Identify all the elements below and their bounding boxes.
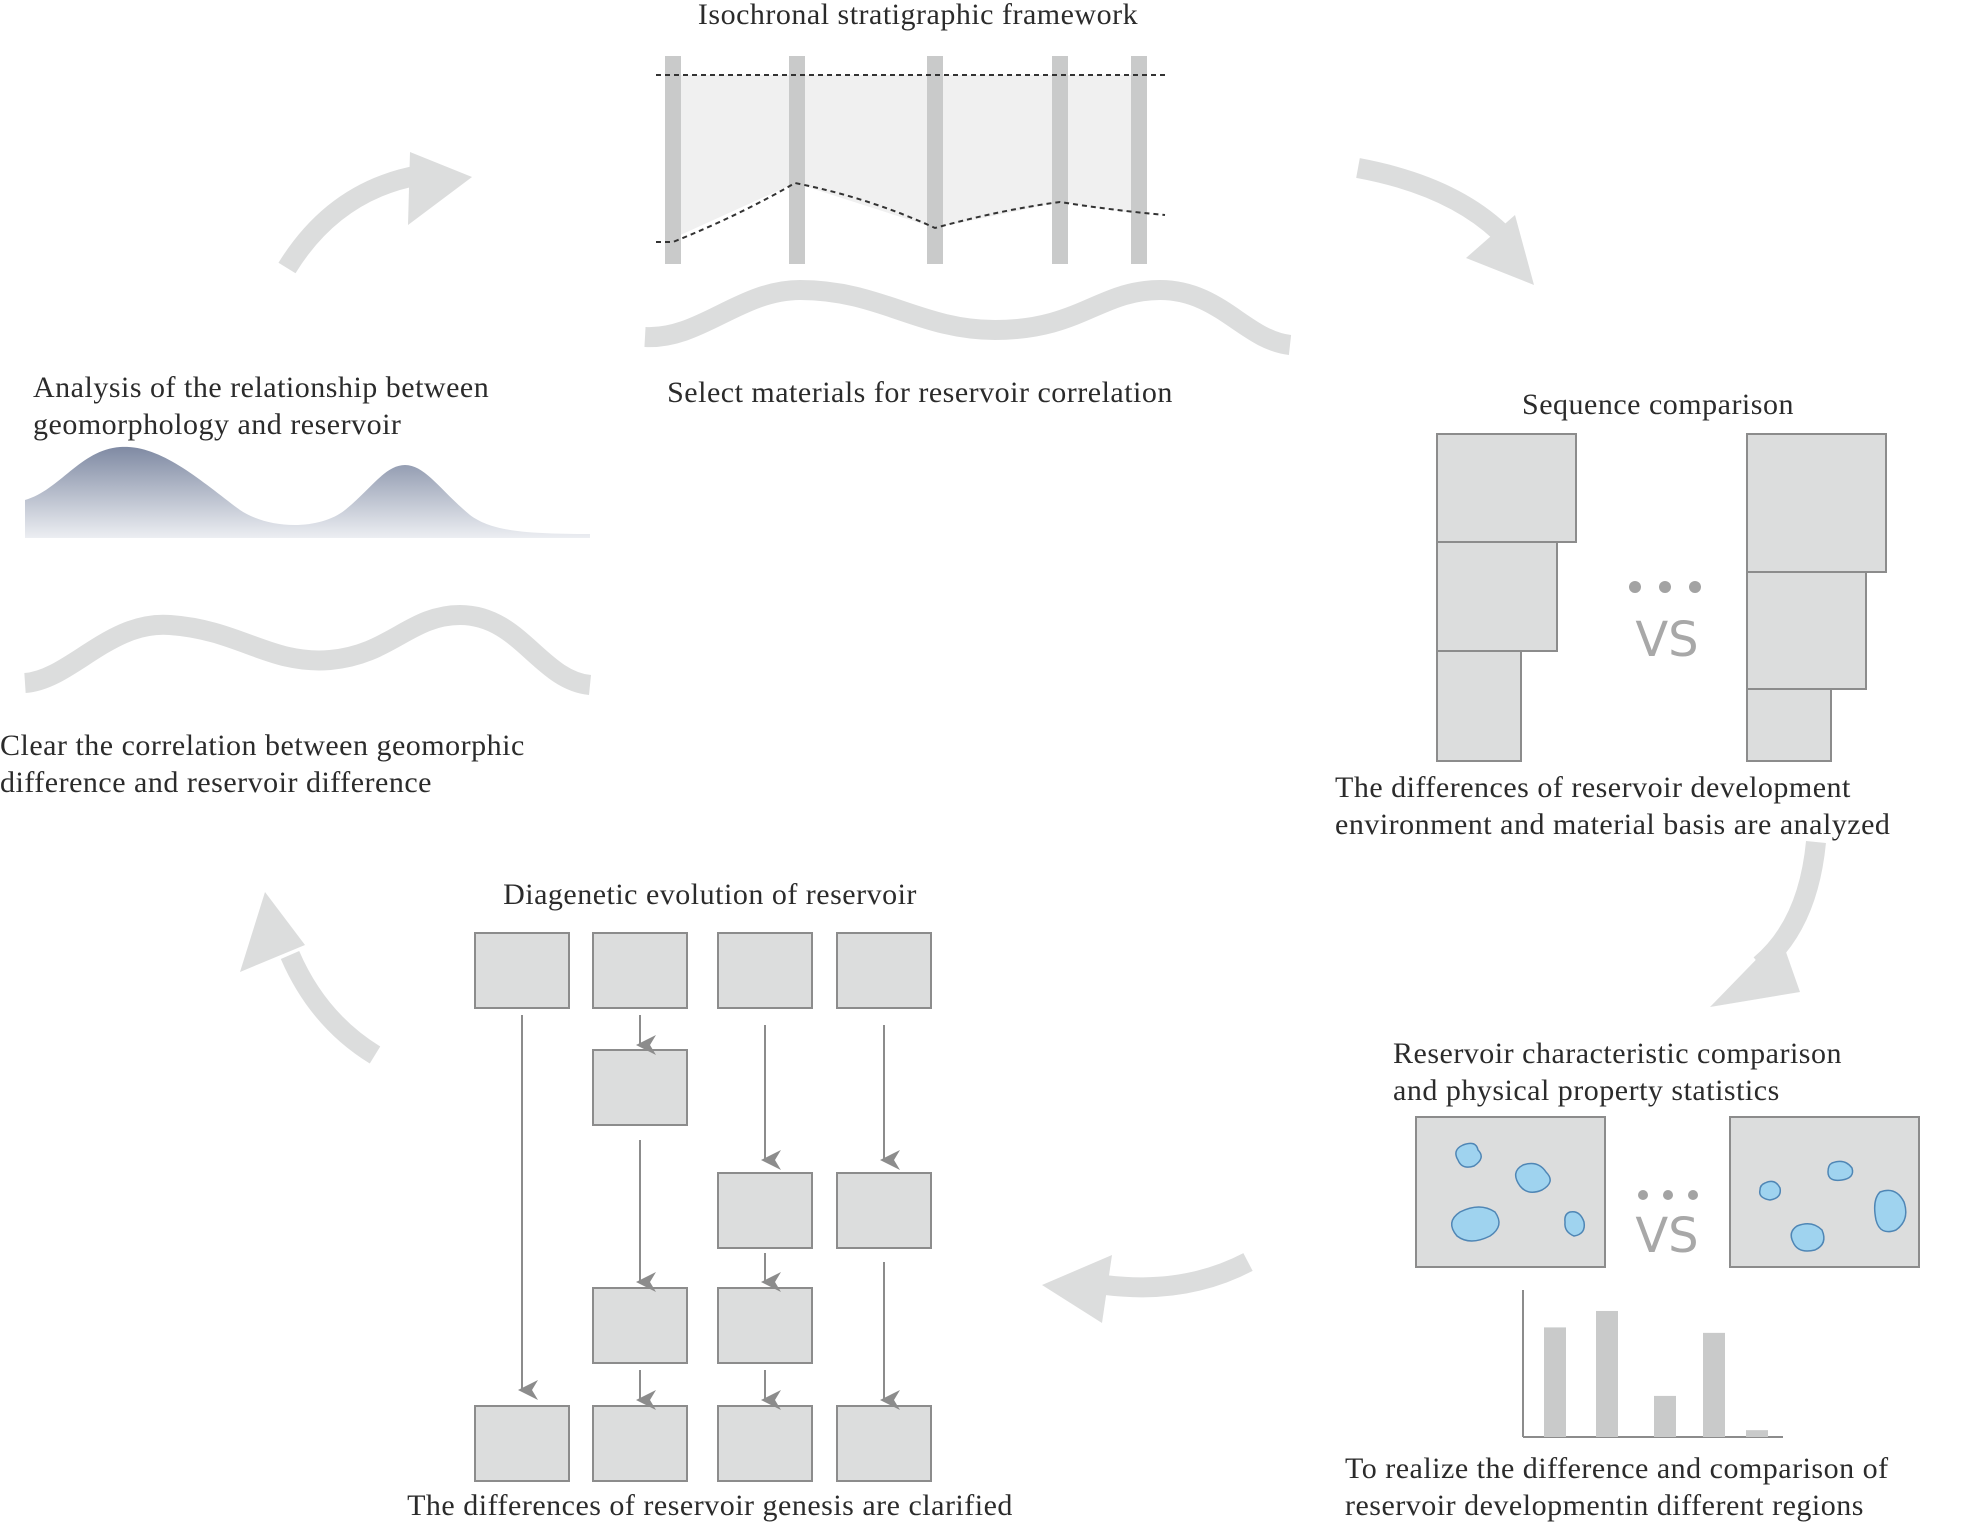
genesis-clarified-label: The differences of reservoir genesis are… <box>407 1489 1013 1522</box>
thin-section-right <box>1729 1116 1920 1268</box>
sequence-column-left <box>1436 433 1577 762</box>
well-column <box>1052 56 1068 264</box>
stage-box <box>717 1287 813 1364</box>
differences-environment-line-2: environment and material basis are analy… <box>1335 808 1890 841</box>
bar-2 <box>1596 1310 1618 1437</box>
wave-band-top <box>644 279 1292 355</box>
stage-box <box>717 932 813 1009</box>
sequence-comparison-title: Sequence comparison <box>1522 388 1794 421</box>
pore <box>1514 1162 1551 1193</box>
clear-correlation-line-2: difference and reservoir difference <box>0 766 432 799</box>
pore <box>1827 1160 1854 1182</box>
bar-5 <box>1746 1430 1768 1437</box>
stage-box <box>717 1405 813 1482</box>
thin-section-left <box>1415 1116 1606 1268</box>
property-bar-chart <box>1522 1290 1783 1438</box>
analysis-geomorphology-line-1: Analysis of the relationship between <box>33 371 489 404</box>
bar-1 <box>1544 1327 1566 1437</box>
stage-box <box>836 1405 932 1482</box>
isochronal-title: Isochronal stratigraphic framework <box>698 0 1138 31</box>
pore <box>1873 1189 1907 1233</box>
stage-box <box>592 932 688 1009</box>
well-column <box>665 56 681 264</box>
well-column <box>927 56 943 264</box>
vs-label: VS <box>1635 612 1698 668</box>
stage-box <box>474 1405 570 1482</box>
ellipsis-dots-icon <box>1638 1190 1698 1200</box>
stage-box <box>592 1405 688 1482</box>
stage-box <box>836 1172 932 1249</box>
well-column <box>789 56 805 264</box>
pore <box>1758 1180 1782 1201</box>
stage-box <box>592 1049 688 1126</box>
cycle-arrow-left <box>240 892 381 1064</box>
pore <box>1455 1142 1482 1168</box>
differences-environment-line-1: The differences of reservoir development <box>1335 771 1851 804</box>
stratigraphic-framework <box>656 56 1166 264</box>
sequence-column-right <box>1746 433 1887 762</box>
cycle-arrow-right <box>1710 840 1826 1007</box>
stage-box <box>592 1287 688 1364</box>
diagenesis-flow <box>474 932 932 1482</box>
reservoir-characteristic-line-2: and physical property statistics <box>1393 1074 1780 1107</box>
isochronal-line-bottom <box>656 181 1166 243</box>
diagenetic-title: Diagenetic evolution of reservoir <box>503 878 917 911</box>
select-materials-label: Select materials for reservoir correlati… <box>667 376 1173 409</box>
pore <box>1564 1210 1586 1237</box>
realize-difference-line-1: To realize the difference and comparison… <box>1345 1452 1889 1485</box>
clear-correlation-line-1: Clear the correlation between geomorphic <box>0 729 525 762</box>
well-column <box>1131 56 1147 264</box>
analysis-geomorphology-line-2: geomorphology and reservoir <box>33 408 401 441</box>
stage-box <box>836 932 932 1009</box>
cycle-arrow-top-right <box>1356 158 1534 285</box>
reservoir-characteristic-line-1: Reservoir characteristic comparison <box>1393 1037 1842 1070</box>
cycle-arrow-bottom <box>1042 1253 1253 1323</box>
bar-4 <box>1703 1332 1725 1437</box>
ellipsis-dots-icon <box>1629 581 1701 593</box>
pore <box>1790 1223 1825 1252</box>
stage-box <box>474 932 570 1009</box>
bar-3 <box>1654 1395 1676 1437</box>
pore <box>1451 1206 1500 1242</box>
vs-label: VS <box>1635 1208 1698 1264</box>
wave-band-left <box>23 604 592 695</box>
cycle-arrow-top-left <box>278 152 472 274</box>
geomorphology-profile <box>25 446 590 538</box>
realize-difference-line-2: reservoir developmentin different region… <box>1345 1489 1864 1522</box>
stage-box <box>717 1172 813 1249</box>
